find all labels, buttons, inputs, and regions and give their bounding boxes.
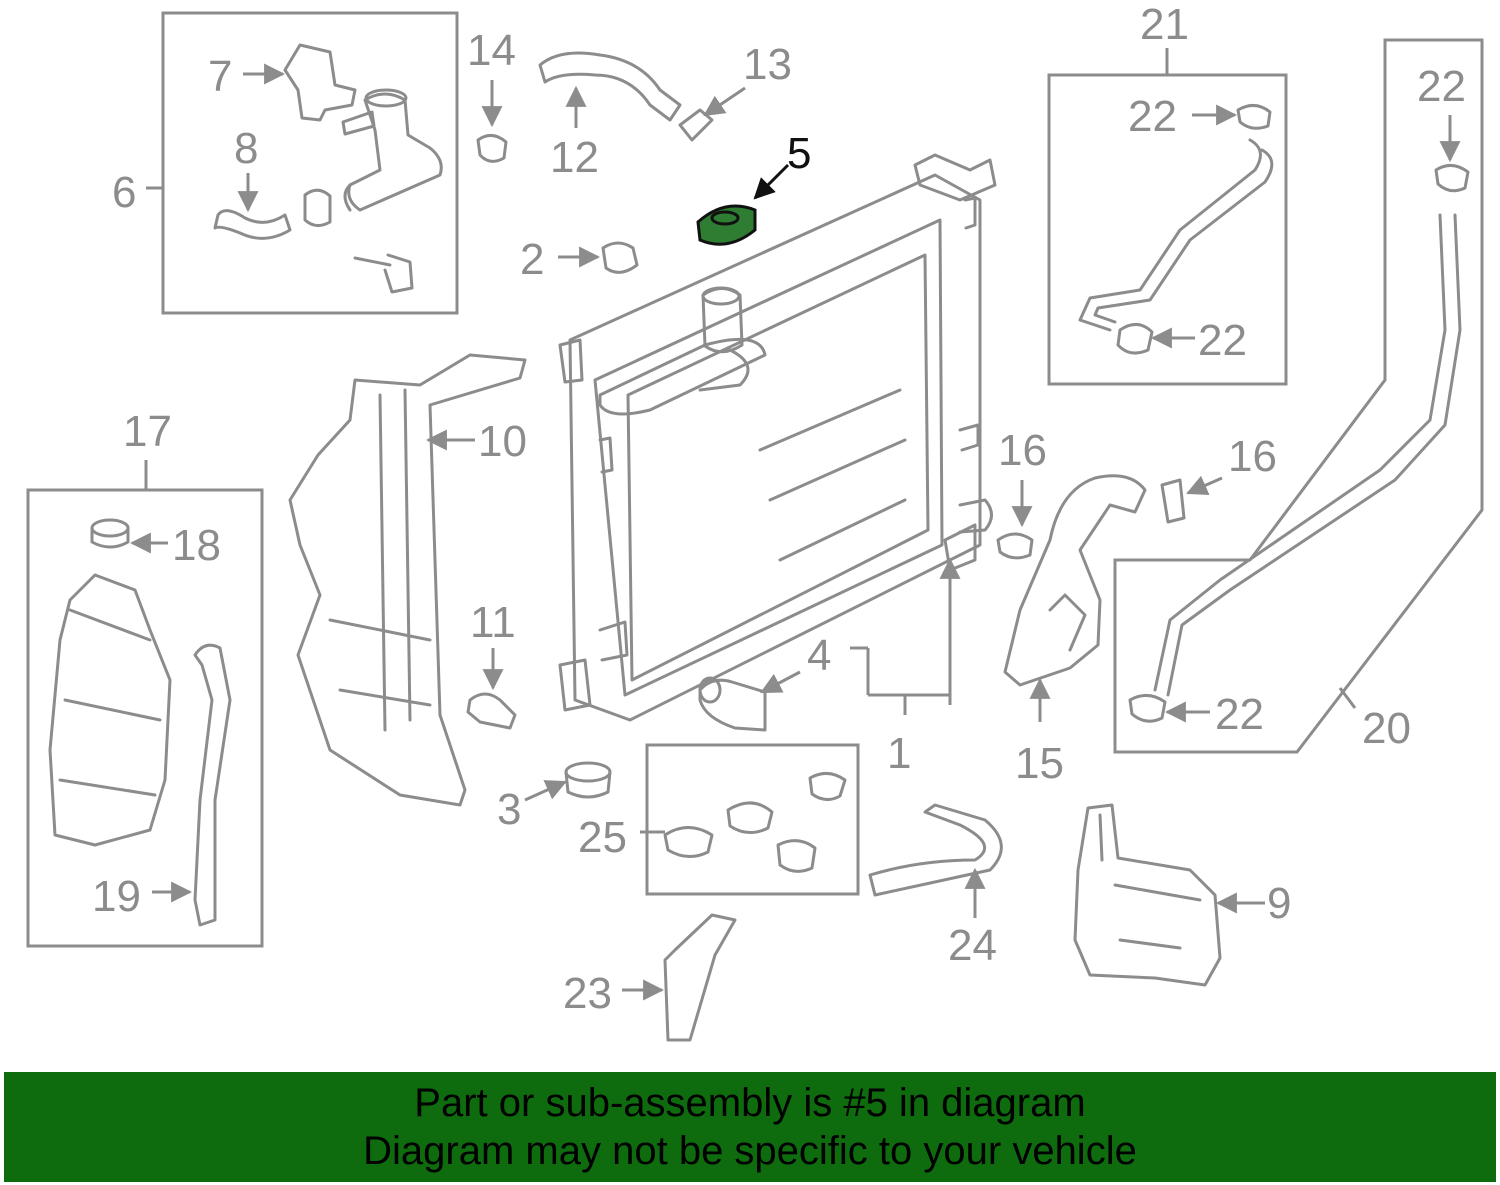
clamp-part-22b — [1116, 323, 1154, 355]
callout-3: 3 — [497, 785, 521, 834]
callout-2: 2 — [520, 235, 544, 284]
callout-21: 21 — [1140, 0, 1189, 49]
callout-15: 15 — [1015, 739, 1064, 788]
callout-13: 13 — [743, 40, 792, 89]
callout-24: 24 — [948, 921, 997, 970]
clamp-part-22c — [1434, 164, 1470, 193]
hose-part-8 — [213, 209, 292, 240]
callout-22c: 22 — [1417, 62, 1466, 111]
bushing-part-3 — [564, 761, 612, 799]
callout-25: 25 — [578, 813, 627, 862]
callout-17: 17 — [123, 407, 172, 456]
hose-part-19 — [193, 643, 232, 927]
callout-12: 12 — [550, 133, 599, 182]
callout-20: 20 — [1362, 704, 1411, 753]
callout-9: 9 — [1267, 879, 1291, 928]
radiator-part-1 — [558, 153, 997, 722]
grommet-part-2 — [601, 241, 639, 274]
callout-14: 14 — [467, 26, 516, 75]
parts-diagram: 1 2 3 4 5 6 7 8 9 10 11 12 13 14 15 16 1… — [26, 0, 1484, 1042]
reservoir-tank-group-17 — [48, 573, 172, 847]
clamp-part-22d — [1128, 694, 1167, 723]
clamps-group-25 — [663, 772, 847, 873]
banner-line-part-number: Part or sub-assembly is #5 in diagram — [414, 1081, 1086, 1125]
air-deflector-part-10 — [288, 353, 527, 807]
sensor-part-4 — [698, 676, 767, 732]
banner-line-disclaimer: Diagram may not be specific to your vehi… — [363, 1129, 1137, 1173]
clamp-part-22a — [1236, 104, 1272, 130]
callout-22a: 22 — [1128, 92, 1177, 141]
hose-part-20 — [1153, 213, 1462, 697]
radiator-cap-part-5 — [696, 204, 757, 246]
cap-part-18 — [90, 518, 130, 549]
callout-8: 8 — [234, 124, 258, 173]
hose-part-15 — [1003, 474, 1147, 687]
bolt-group-6 — [353, 253, 414, 294]
callout-18: 18 — [172, 521, 221, 570]
hose-part-23 — [663, 913, 737, 1042]
callout-19: 19 — [92, 872, 141, 921]
callout-11: 11 — [470, 598, 516, 647]
callout-10: 10 — [478, 417, 527, 466]
info-banner: Part or sub-assembly is #5 in diagram Di… — [4, 1072, 1496, 1182]
callout-22b: 22 — [1198, 316, 1247, 365]
group-box-25 — [645, 743, 860, 896]
clamp-part-16a — [996, 532, 1034, 560]
air-guide-part-9 — [1073, 803, 1222, 987]
callout-22d: 22 — [1215, 690, 1264, 739]
callout-6: 6 — [112, 168, 136, 217]
callout-7: 7 — [208, 52, 232, 101]
group-box-20 — [1113, 38, 1484, 754]
hose-part-24 — [868, 803, 1003, 897]
hose-part-21 — [1078, 138, 1274, 332]
sensor-part-13 — [678, 108, 714, 142]
clip-part-11 — [466, 692, 517, 730]
thermostat-housing-group-6 — [341, 88, 443, 212]
callout-5: 5 — [787, 129, 811, 178]
hose-part-12 — [538, 51, 682, 122]
group-box-6 — [161, 11, 459, 315]
callout-4: 4 — [807, 631, 831, 680]
bracket-part-7 — [283, 43, 357, 122]
callout-1: 1 — [887, 729, 911, 778]
callout-16b: 16 — [1228, 432, 1277, 481]
leader-lines — [129, 48, 1461, 1001]
clamp-group-6 — [303, 188, 332, 227]
callout-16a: 16 — [998, 426, 1047, 475]
callout-23: 23 — [563, 969, 612, 1018]
clamp-part-14 — [476, 134, 508, 163]
clamp-part-16b — [1160, 478, 1186, 524]
